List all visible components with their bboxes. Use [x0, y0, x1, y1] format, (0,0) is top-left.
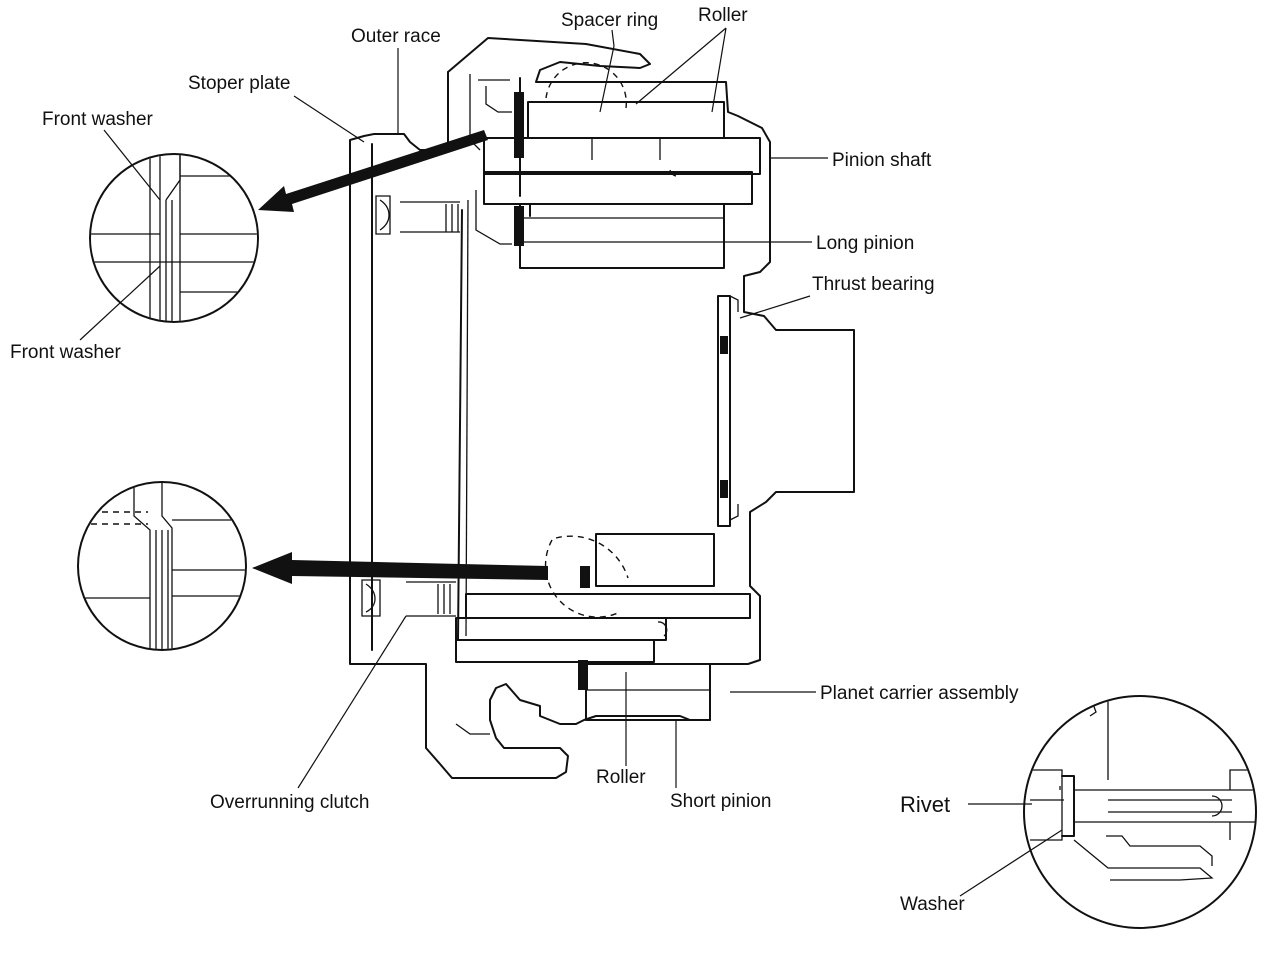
label-outer-race: Outer race [351, 26, 441, 47]
callout-arrow-top [258, 130, 488, 212]
label-spacer-ring: Spacer ring [561, 10, 658, 31]
detail-circle-rivet [1023, 695, 1257, 929]
clutch-roller-top [375, 195, 460, 235]
label-rivet: Rivet [900, 792, 950, 817]
label-long-pinion: Long pinion [816, 233, 914, 254]
clutch-roller-bottom [361, 579, 456, 617]
callout-arrow-bottom [252, 552, 548, 584]
leader-lines [79, 27, 1063, 897]
label-front-washer-bottom: Front washer [10, 342, 122, 363]
thrust-bearing-detail [717, 295, 739, 527]
label-roller-top: Roller [698, 5, 748, 26]
label-short-pinion: Short pinion [670, 791, 771, 812]
detail-circle-front-washer-top [89, 153, 259, 323]
main-assembly [349, 37, 855, 779]
label-front-washer-top: Front washer [42, 109, 154, 130]
label-overrunning-clutch: Overrunning clutch [210, 792, 369, 813]
label-washer: Washer [900, 894, 965, 915]
label-thrust-bearing: Thrust bearing [812, 274, 935, 295]
labels: Outer race Spacer ring Roller Stoper pla… [10, 5, 1019, 915]
label-stoper-plate: Stoper plate [188, 73, 290, 94]
label-pinion-shaft: Pinion shaft [832, 150, 932, 171]
detail-circle-front-washer-bottom [77, 481, 247, 651]
label-planet-carrier: Planet carrier assembly [820, 683, 1019, 704]
label-roller-bottom: Roller [596, 767, 646, 788]
